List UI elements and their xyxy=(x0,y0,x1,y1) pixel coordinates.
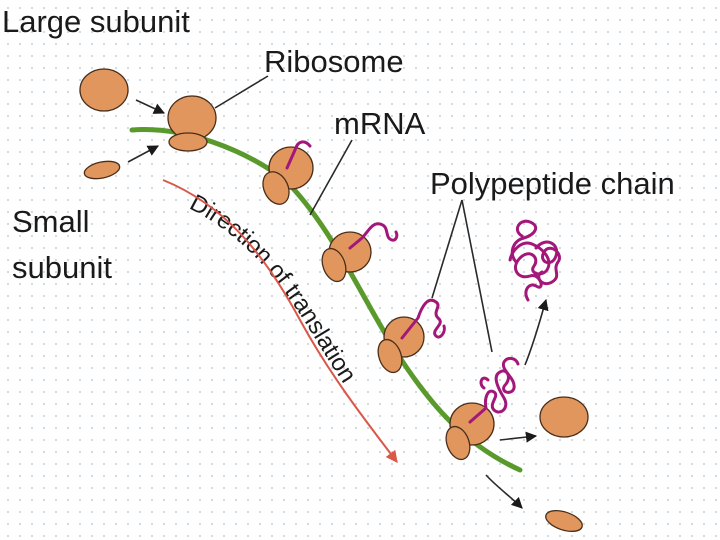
ribosome-2 xyxy=(262,140,314,205)
ribosome-1 xyxy=(167,95,217,152)
released-polypeptide xyxy=(508,219,561,302)
release-arrow-small xyxy=(485,474,523,509)
ribosome-3 xyxy=(321,222,399,283)
mrna-label: mRNA xyxy=(334,106,426,141)
large-subunit-arrow xyxy=(135,99,166,114)
ribosome-label: Ribosome xyxy=(264,44,404,79)
direction-of-translation-label: Direction of translation xyxy=(185,189,361,387)
large-subunit-label: Large subunit xyxy=(2,4,190,39)
mrna-leader-line xyxy=(309,139,353,216)
polypeptide-leader-line-1 xyxy=(431,199,463,299)
release-arrow-large xyxy=(499,431,538,443)
ribosome-leader-line xyxy=(214,75,269,109)
polypeptide-chain-label: Polypeptide chain xyxy=(430,166,675,201)
small-subunit-label-line2: subunit xyxy=(12,250,112,285)
polypeptide-leader-line-2 xyxy=(461,199,493,353)
released-small-subunit xyxy=(545,509,583,533)
released-large-subunit xyxy=(539,396,589,438)
small-subunit-arrow xyxy=(127,145,159,163)
direction-arrow xyxy=(162,179,398,463)
ribosome-5 xyxy=(445,356,520,461)
release-arrow-protein xyxy=(524,298,549,366)
ribosome-4 xyxy=(377,298,446,374)
free-large-subunit xyxy=(79,68,129,112)
small-subunit-label-line1: Small xyxy=(12,204,90,239)
free-small-subunit xyxy=(83,160,121,180)
